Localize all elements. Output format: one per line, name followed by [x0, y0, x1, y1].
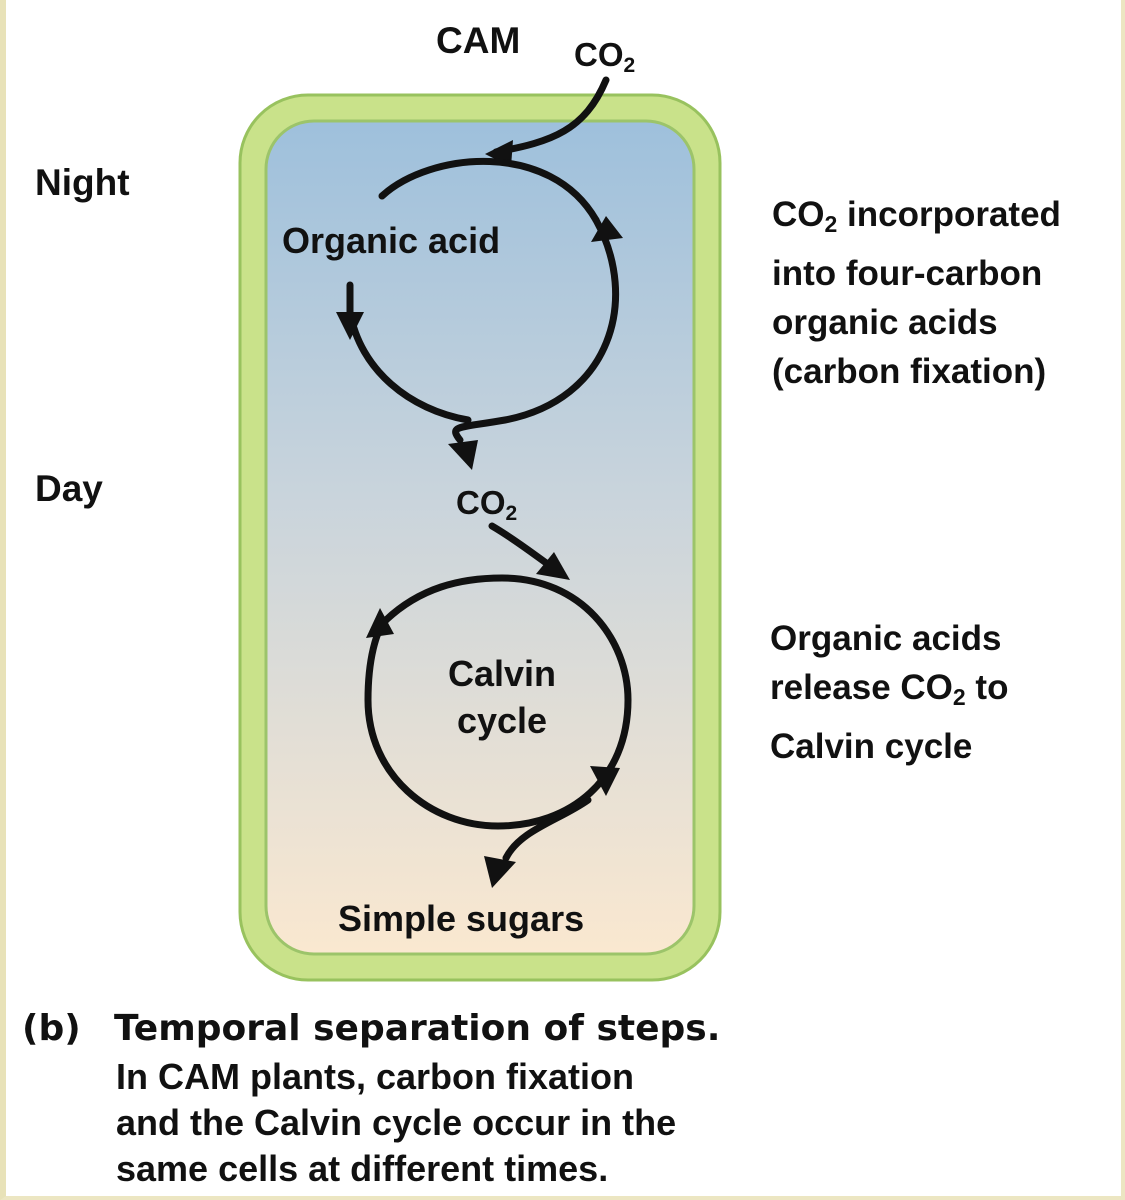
caption-label: (b)	[22, 1008, 81, 1049]
co2-input-label: CO2	[574, 36, 635, 78]
day-description: Organic acids release CO2 to Calvin cycl…	[770, 614, 1008, 771]
calvin-cycle-label: Calvin cycle	[422, 650, 582, 744]
day-desc-line2: release CO2 to	[770, 668, 1009, 710]
night-desc-line4: (carbon fixation)	[772, 352, 1047, 391]
calvin-cycle-line1: Calvin	[447, 653, 557, 694]
co2-input-sub: 2	[623, 54, 636, 77]
night-desc-line3: organic acids	[772, 303, 998, 342]
night-cycle-top-arc	[378, 157, 600, 224]
day-label: Day	[35, 468, 103, 509]
diagram-title: CAM	[436, 20, 521, 61]
night-desc-line1: CO2 incorporated	[772, 195, 1061, 237]
caption-line1: In CAM plants, carbon fixation	[116, 1056, 635, 1097]
night-cycle-right-arc	[452, 216, 620, 444]
calvin-cycle-top-join	[382, 574, 506, 624]
co2-release-sub: 2	[505, 502, 518, 525]
co2-release-label: CO2	[456, 484, 517, 526]
release-co2-arrowhead	[448, 440, 478, 470]
calvin-cycle-up-arrowhead	[366, 608, 394, 638]
night-cycle-down-arrowhead	[336, 312, 364, 340]
caption-line2: and the Calvin cycle occur in the	[116, 1102, 677, 1143]
calvin-cycle-circle	[364, 574, 632, 830]
night-cycle-up-arrowhead	[591, 216, 623, 242]
caption-line3: same cells at different times.	[116, 1148, 609, 1189]
organic-acid-label: Organic acid	[282, 220, 501, 261]
night-desc-line2: into four-carbon	[772, 254, 1043, 293]
caption-body: In CAM plants, carbon fixation and the C…	[116, 1054, 676, 1192]
night-description: CO2 incorporated into four-carbon organi…	[772, 190, 1061, 396]
caption-title: Temporal separation of steps.	[114, 1008, 721, 1049]
simple-sugars-label: Simple sugars	[338, 898, 585, 939]
co2-to-calvin-arrowhead	[536, 552, 570, 580]
night-label: Night	[35, 162, 130, 203]
co2-release-main: CO	[456, 484, 506, 521]
day-desc-line3: Calvin cycle	[770, 727, 973, 766]
sugar-output-arrowhead	[484, 856, 516, 888]
co2-input-main: CO	[574, 36, 624, 73]
sugar-output-arrow	[502, 796, 592, 862]
calvin-cycle-line2: cycle	[456, 700, 548, 741]
calvin-cycle-down-arrowhead	[590, 766, 620, 796]
co2-intake-arrow	[492, 76, 610, 156]
day-desc-line1: Organic acids	[770, 619, 1002, 658]
